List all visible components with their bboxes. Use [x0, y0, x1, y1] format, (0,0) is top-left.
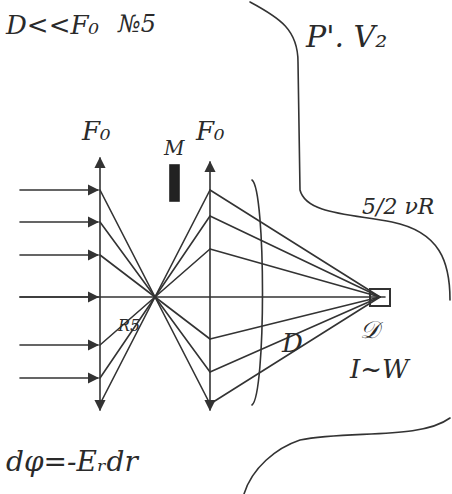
problem-number: №5 [118, 12, 156, 36]
formula-note: P'. V₂ [306, 22, 387, 52]
formula-note: 5/2 νR [362, 196, 434, 218]
condition-note: D<<F₀ [6, 12, 99, 38]
mask-label: M [164, 138, 184, 158]
focal-length-label: F₀ [82, 118, 110, 144]
aperture-label: D [282, 330, 303, 356]
detector-label: 𝒟 [360, 318, 379, 342]
formula-note: dφ=-Eᵣdr [6, 448, 138, 476]
focal-length-label: F₀ [196, 118, 224, 144]
focus-label: R5 [118, 318, 140, 334]
intensity-note: I~W [350, 356, 409, 382]
